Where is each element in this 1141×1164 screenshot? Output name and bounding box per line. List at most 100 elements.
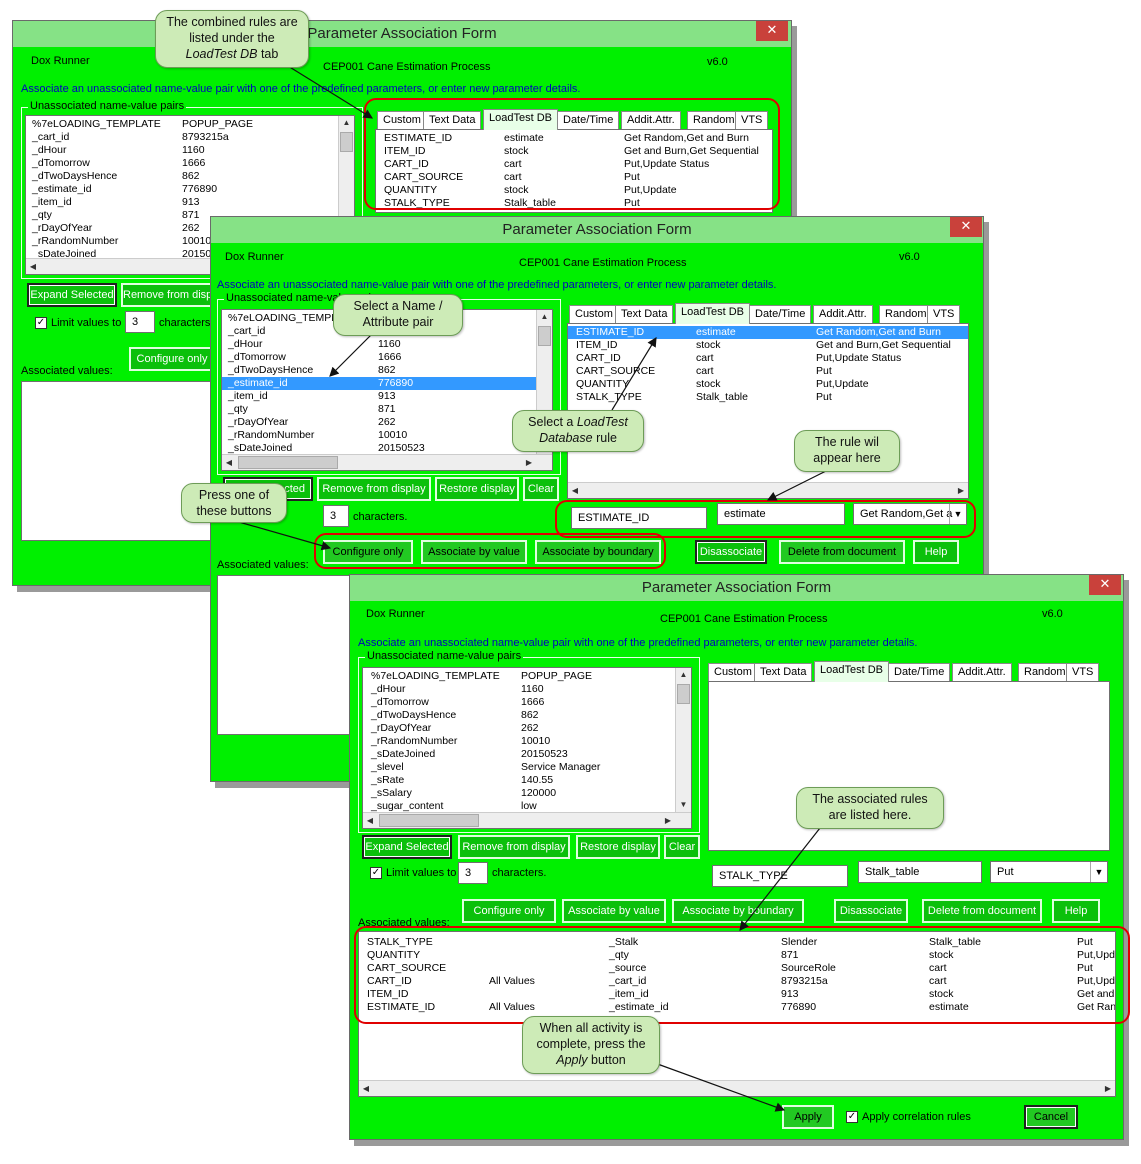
delete-from-document-button[interactable]: Delete from document [922, 899, 1042, 923]
tab-vts[interactable]: VTS [927, 305, 961, 323]
tab-custom[interactable]: Custom [708, 663, 758, 681]
limit-checkbox[interactable]: ✓ [35, 317, 47, 329]
configure-only-button[interactable]: Configure only [129, 347, 215, 371]
tab-custom[interactable]: Custom [569, 305, 619, 323]
limit-input[interactable]: 3 [323, 505, 349, 527]
expand-selected-button[interactable]: Expand Selected [27, 283, 117, 307]
tab-vts[interactable]: VTS [735, 111, 769, 129]
chevron-down-icon[interactable]: ▼ [949, 504, 966, 524]
configure-only-button[interactable]: Configure only [323, 540, 413, 564]
help-button[interactable]: Help [913, 540, 959, 564]
restore-button[interactable]: Restore display [435, 477, 519, 501]
tab-date-time[interactable]: Date/Time [749, 305, 812, 323]
associated-list[interactable] [217, 575, 357, 735]
tab-loadtest-db[interactable]: LoadTest DB [483, 109, 558, 130]
tab-custom[interactable]: Custom [377, 111, 427, 129]
help-button[interactable]: Help [1052, 899, 1100, 923]
restore-button[interactable]: Restore display [576, 835, 660, 859]
pairs-list[interactable]: %7eLOADING_TEMPLPOPUP_PAGE_cart_id879321… [221, 309, 553, 471]
tab-date-time[interactable]: Date/Time [888, 663, 951, 681]
remove-button[interactable]: Remove from display [317, 477, 431, 501]
tab-text-data[interactable]: Text Data [754, 663, 813, 681]
rule-name-field[interactable]: STALK_TYPE [712, 865, 848, 887]
remove-button[interactable]: Remove from displ [121, 283, 213, 307]
associate-by-value-button[interactable]: Associate by value [562, 899, 666, 923]
rule-action-select[interactable]: Put ▼ [990, 861, 1108, 883]
associate-by-boundary-button[interactable]: Associate by boundary [672, 899, 804, 923]
apply-button[interactable]: Apply [782, 1105, 834, 1129]
rule-name-field[interactable]: ESTIMATE_ID [571, 507, 707, 529]
limit-input[interactable]: 3 [458, 862, 488, 884]
tab-text-data[interactable]: Text Data [615, 305, 674, 323]
associate-by-boundary-button[interactable]: Associate by boundary [535, 540, 661, 564]
clear-button[interactable]: Clear [664, 835, 700, 859]
configure-only-button[interactable]: Configure only [462, 899, 556, 923]
clear-button[interactable]: Clear [523, 477, 559, 501]
tab-addit-attr[interactable]: Addit.Attr. [952, 663, 1012, 681]
associate-by-value-button[interactable]: Associate by value [421, 540, 527, 564]
vertical-scrollbar[interactable]: ▲▼ [675, 668, 691, 828]
limit-input[interactable]: 3 [125, 311, 155, 333]
cancel-button[interactable]: Cancel [1024, 1105, 1078, 1129]
disassociate-button[interactable]: Disassociate [695, 540, 767, 564]
disassociate-button[interactable]: Disassociate [834, 899, 908, 923]
horizontal-scrollbar[interactable]: ◀▶ [222, 454, 552, 470]
rule-table-field[interactable]: Stalk_table [858, 861, 982, 883]
horizontal-scrollbar[interactable]: ◀▶ [363, 812, 691, 828]
tab-vts[interactable]: VTS [1066, 663, 1100, 681]
chevron-down-icon[interactable]: ▼ [1090, 862, 1107, 882]
tab-text-data[interactable]: Text Data [423, 111, 482, 129]
horizontal-scrollbar[interactable]: ◀▶ [359, 1080, 1115, 1096]
tab-random[interactable]: Random [879, 305, 933, 323]
close-button[interactable]: ✕ [1089, 575, 1121, 595]
tab-loadtest-db[interactable]: LoadTest DB [814, 661, 889, 682]
close-button[interactable]: ✕ [950, 217, 982, 237]
tab-loadtest-db[interactable]: LoadTest DB [675, 303, 750, 324]
limit-checkbox[interactable]: ✓ [370, 867, 382, 879]
rule-action-select[interactable]: Get Random,Get a ▼ [853, 503, 967, 525]
delete-from-document-button[interactable]: Delete from document [779, 540, 905, 564]
horizontal-scrollbar[interactable]: ◀▶ [568, 482, 968, 498]
tab-date-time[interactable]: Date/Time [557, 111, 620, 129]
tab-addit-attr[interactable]: Addit.Attr. [621, 111, 681, 129]
tab-addit-attr[interactable]: Addit.Attr. [813, 305, 873, 323]
